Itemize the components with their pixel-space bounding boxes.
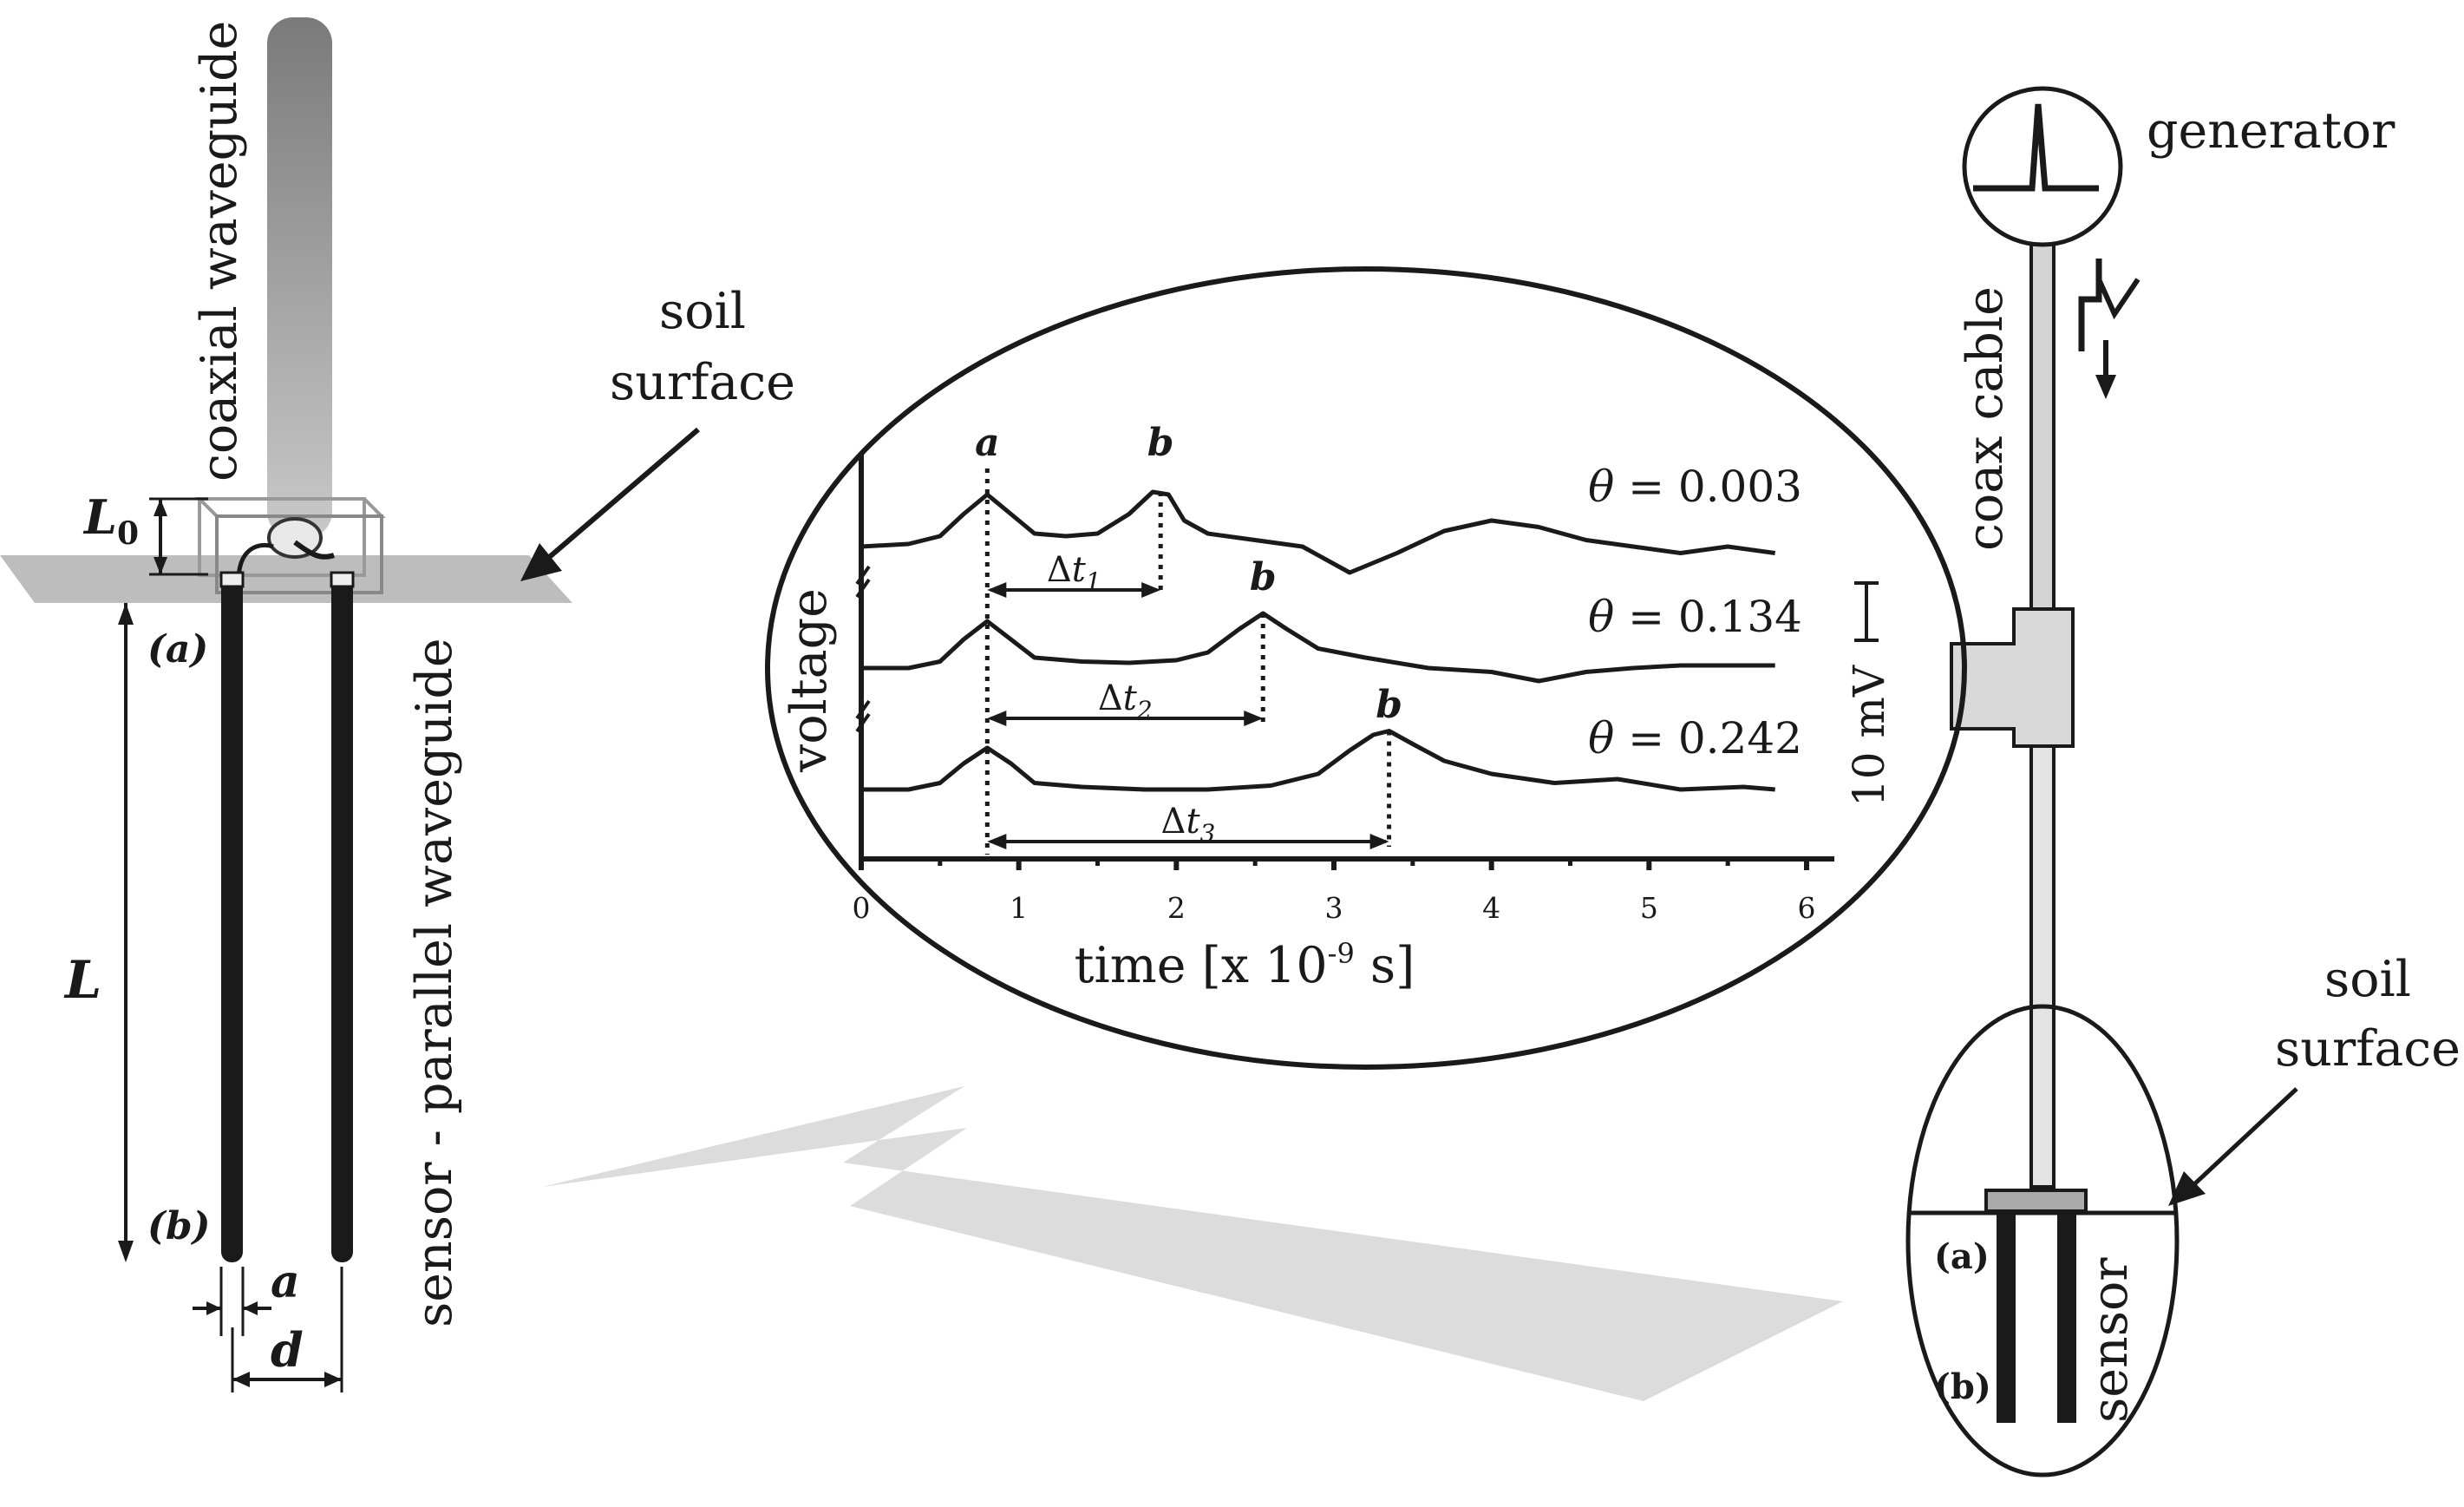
coaxial-waveguide-body (267, 17, 332, 538)
delta-t-arrowhead-left-1 (987, 582, 1007, 598)
reflection-a-label: a (975, 421, 1000, 465)
soil-surface-arrowhead-right (2168, 1171, 2206, 1206)
reflection-b-label-2: b (1250, 555, 1277, 600)
voltage-traces (860, 489, 1776, 792)
x-tick-label: 0 (853, 891, 871, 925)
x-axis-label: time [x 10 (1075, 937, 1328, 994)
length-label: L (63, 950, 101, 1011)
rod-b-right (2057, 1211, 2076, 1423)
t-connector (1950, 607, 2075, 748)
x-tick-marks (859, 859, 1809, 870)
rod-a-right (1997, 1211, 2016, 1423)
x-tick-label: 3 (1325, 891, 1343, 925)
x-tick-labels: 0 1 2 3 4 5 6 (853, 891, 1816, 925)
delta-t-arrowhead-right-2 (1244, 711, 1264, 726)
l0-label: L (82, 489, 117, 545)
scale-bar-label: 10 mV (1844, 665, 1894, 807)
sensor-head-right (1984, 1189, 2088, 1213)
delta-t-label-2: Δt2 (1098, 678, 1153, 724)
soil-surface-label-right-line1: soil (2324, 951, 2411, 1008)
reflection-b-label-1: b (1147, 421, 1174, 465)
x-axis-exponent: -9 (1328, 937, 1355, 970)
probe-head (195, 497, 386, 594)
delta-t-arrowhead-left-2 (987, 711, 1007, 726)
delta-t-arrowhead-right-3 (1369, 834, 1389, 849)
voltage-axis-label: voltage (781, 588, 838, 773)
coaxial-waveguide-label: coaxial waveguide (191, 21, 248, 482)
delta-t-label-1: Δt1 (1047, 550, 1101, 596)
voltage-trace-3 (861, 729, 1775, 792)
rod-b-left (331, 573, 353, 1262)
soil-surface-label-left-line1: soil (659, 283, 746, 340)
right-tdr-setup: generator coax cable (a) (b) sensor soil… (1905, 86, 2461, 1478)
x-tick-label: 1 (1010, 891, 1028, 925)
point-a-label-right: (a) (1934, 1236, 1990, 1277)
svg-text:time [x 10-9 s]: time [x 10-9 s] (1075, 937, 1415, 994)
point-a-label-left: (a) (147, 627, 208, 672)
soil-surface-plane-left (0, 555, 572, 603)
soil-surface-label-right-line2: surface (2275, 1020, 2461, 1078)
step-pulse-icon (2078, 259, 2102, 351)
rod-a-left (221, 573, 243, 1262)
x-tick-label: 5 (1640, 891, 1658, 925)
point-b-label-left: (b) (147, 1204, 210, 1248)
pulse-waveform-icon (1973, 103, 2099, 192)
reflection-b-label-3: b (1376, 683, 1402, 727)
svg-text:L0: L0 (82, 489, 139, 552)
generator-label: generator (2147, 102, 2395, 160)
delta-t-arrowhead-left-3 (987, 834, 1007, 849)
x-tick-label: 2 (1167, 891, 1186, 925)
coax-cable-lower (2029, 744, 2056, 1189)
coax-cable-upper (2029, 226, 2056, 611)
delta-t-arrowhead-right-1 (1141, 582, 1161, 598)
l0-subscript: 0 (117, 515, 139, 552)
voltage-trace-2 (861, 611, 1775, 684)
theta-label-3: θ = 0.242 (1588, 713, 1802, 763)
x-tick-label: 6 (1798, 891, 1816, 925)
x-axis-unit: s] (1355, 937, 1415, 994)
soil-surface-label-left-line2: surface (610, 354, 795, 411)
rod-diameter-label: a (271, 1255, 300, 1308)
sensor-zoom-ellipse (1905, 1004, 2180, 1478)
point-b-label-right: (b) (1934, 1366, 1991, 1407)
delta-t-label-3: Δt3 (1161, 802, 1216, 848)
flow-arrow (542, 1086, 1843, 1401)
oscillogram-ellipse (765, 266, 1967, 1070)
theta-label-1: θ = 0.003 (1588, 462, 1802, 512)
coax-cable-label: coax cable (1957, 286, 2014, 551)
sensor-waveguide-label: sensor - parallel waveguide (406, 638, 463, 1327)
sensor-label-right: sensor (2082, 1257, 2139, 1423)
theta-label-2: θ = 0.134 (1588, 592, 1802, 642)
soil-surface-arrowhead-left (520, 543, 562, 581)
voltage-trace-1 (860, 489, 1776, 575)
x-tick-label: 4 (1482, 891, 1500, 925)
rod-spacing-label: d (271, 1322, 304, 1378)
left-sensor-assembly: L0 (a) (b) L a d coaxial waveguide senso… (0, 17, 795, 1392)
